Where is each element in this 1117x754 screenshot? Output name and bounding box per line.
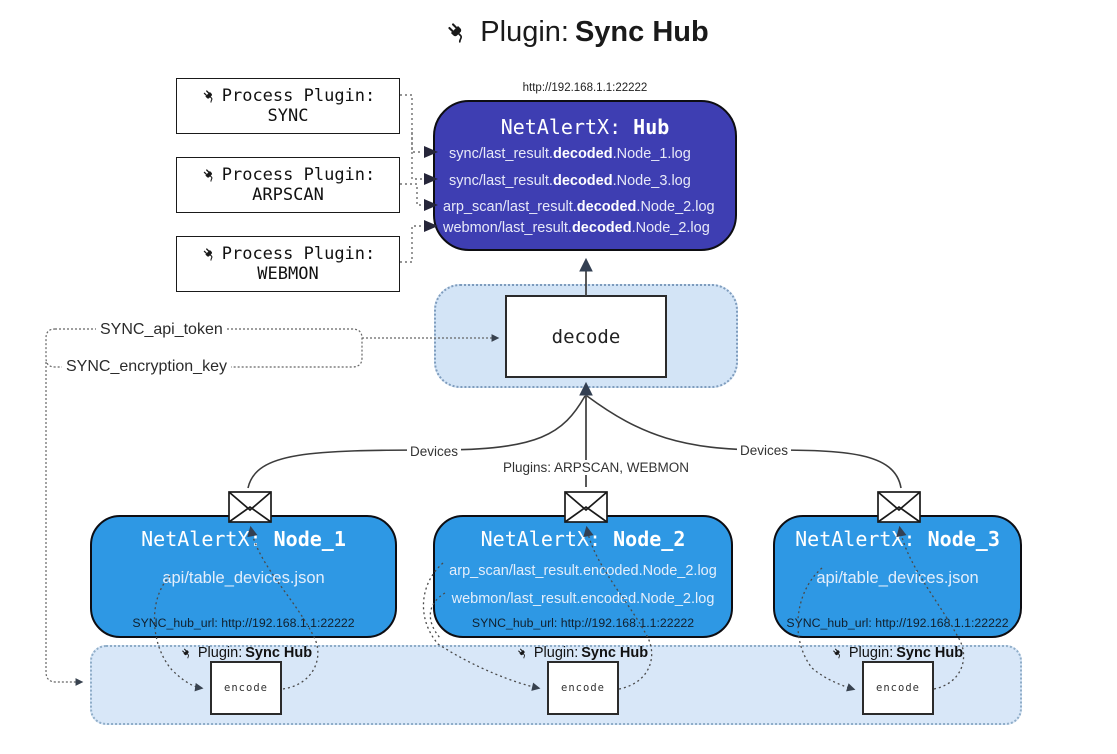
process-plugin-label: Process Plugin: (221, 86, 376, 106)
hub-log-line: sync/last_result.decoded.Node_3.log (449, 173, 691, 189)
encode-box-node1: encode (210, 661, 282, 715)
hub-url-label: http://192.168.1.1:22222 (522, 82, 648, 94)
page-title-name: Sync Hub (574, 16, 709, 48)
hub-log-line: arp_scan/last_result.decoded.Node_2.log (443, 199, 715, 215)
hub-log-line: webmon/last_result.decoded.Node_2.log (443, 220, 710, 236)
encode-plugin-label: Plugin:Sync Hub (184, 645, 312, 661)
node-hub-url: SYNC_hub_url: http://192.168.1.1:22222 (132, 616, 355, 630)
process-plugin-box-arpscan: Process Plugin: ARPSCAN (176, 157, 400, 213)
devices-label-left: Devices (407, 444, 462, 459)
devices-label-right: Devices (737, 443, 792, 458)
plug-icon (831, 646, 846, 661)
sync-encryption-key-label: SYNC_encryption_key (62, 358, 231, 376)
plug-icon (201, 87, 220, 106)
plug-icon (201, 166, 220, 185)
encode-plugin-label: Plugin:Sync Hub (835, 645, 963, 661)
process-plugin-name: ARPSCAN (252, 185, 324, 205)
encode-box-node2: encode (547, 661, 619, 715)
hub-title: NetAlertX: Hub (500, 115, 670, 139)
node-file: api/table_devices.json (162, 569, 325, 587)
plug-icon (444, 18, 474, 48)
process-plugin-box-sync: Process Plugin: SYNC (176, 78, 400, 134)
process-plugin-connectors (400, 94, 423, 263)
decode-box: decode (505, 295, 667, 378)
sync-api-token-label: SYNC_api_token (96, 321, 227, 339)
encode-plugin-label: Plugin:Sync Hub (520, 645, 648, 661)
node-hub-url: SYNC_hub_url: http://192.168.1.1:22222 (471, 616, 695, 630)
node-hub-url: SYNC_hub_url: http://192.168.1.1:22222 (786, 616, 1009, 630)
page-title-label: Plugin: (480, 16, 569, 48)
plug-icon (180, 646, 195, 661)
node-file: webmon/last_result.encoded.Node_2.log (451, 591, 715, 607)
node-file: api/table_devices.json (816, 569, 979, 587)
plug-icon (201, 245, 220, 264)
plug-icon (516, 646, 531, 661)
process-plugin-name: WEBMON (257, 264, 319, 284)
process-plugin-name: SYNC (267, 106, 309, 126)
hub-log-line: sync/last_result.decoded.Node_1.log (449, 146, 691, 162)
page-title: Plugin: Sync Hub (0, 16, 1117, 56)
process-plugin-box-webmon: Process Plugin: WEBMON (176, 236, 400, 292)
node-box-node3: NetAlertX: Node_3 api/table_devices.json… (773, 515, 1022, 638)
process-plugin-label: Process Plugin: (221, 244, 376, 264)
encode-box-node3: encode (862, 661, 934, 715)
node-file: arp_scan/last_result.encoded.Node_2.log (449, 563, 717, 579)
node-box-node2: NetAlertX: Node_2 arp_scan/last_result.e… (433, 515, 733, 638)
plugins-label: Plugins: ARPSCAN, WEBMON (500, 460, 689, 475)
hub-box: NetAlertX: Hub sync/last_result.decoded.… (433, 100, 737, 251)
node-box-node1: NetAlertX: Node_1 api/table_devices.json… (90, 515, 397, 638)
process-plugin-label: Process Plugin: (221, 165, 376, 185)
